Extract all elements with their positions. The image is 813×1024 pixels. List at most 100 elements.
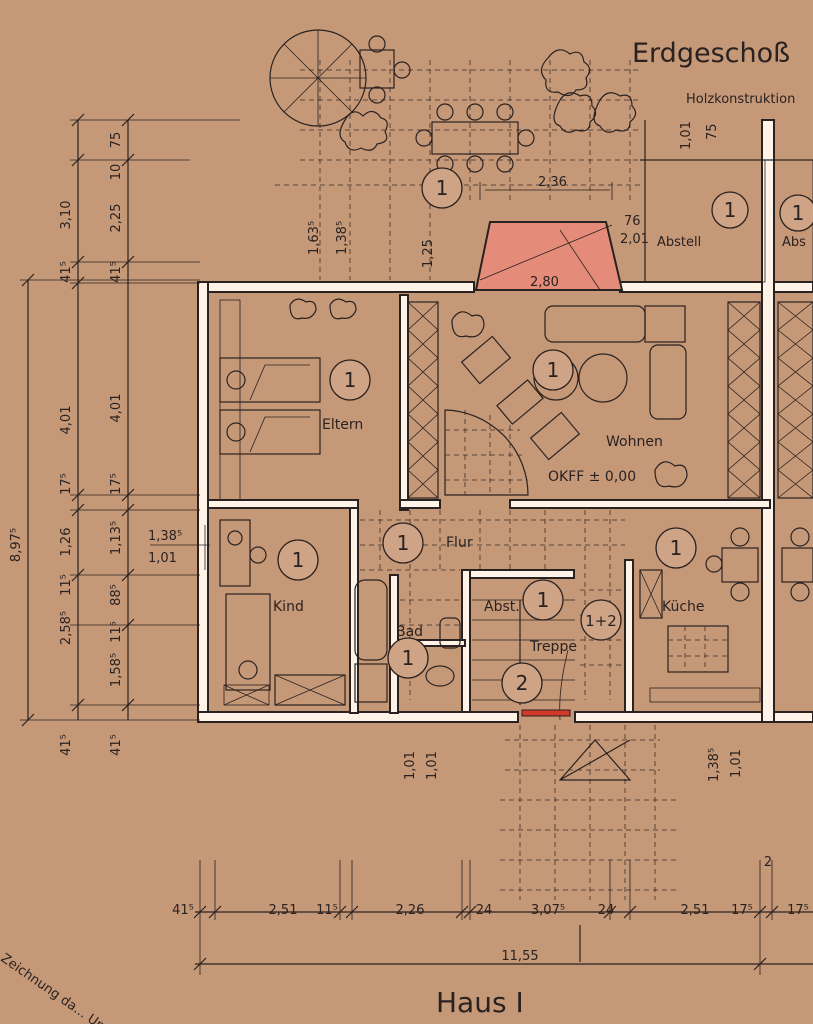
- drawing-title: Erdgeschoß: [632, 38, 790, 69]
- floor-level-label: OKFF ± 0,00: [548, 469, 636, 485]
- dim-text: 1,01: [148, 551, 177, 566]
- dim-text: 1,58⁵: [109, 653, 124, 687]
- double-bed: [219, 299, 321, 501]
- room-label-abs-right: Abs: [782, 235, 806, 250]
- marker-treppe: [580, 599, 622, 641]
- dim-text: 1,26: [59, 528, 74, 557]
- dim-text: 2,36: [538, 175, 567, 190]
- dim-text: 1,01: [403, 751, 418, 780]
- shrub-symbols: [339, 49, 637, 151]
- marker-bad: [387, 637, 429, 679]
- dim-text: 2,51: [681, 903, 710, 918]
- tree-symbol: [269, 29, 367, 127]
- dim-text: 1,38⁵: [707, 748, 722, 782]
- dim-text: 17⁵: [59, 473, 74, 495]
- room-label-flur: Flur: [446, 535, 473, 551]
- marker-label: 1: [344, 368, 357, 392]
- dim-text: 24: [476, 903, 493, 918]
- room-label-kueche: Küche: [662, 599, 705, 615]
- dim-text: 3,07⁵: [531, 903, 565, 918]
- marker-abs-right: [779, 194, 813, 232]
- dim-text: 1,01: [425, 751, 440, 780]
- left-dimension-lines: [20, 113, 240, 727]
- room-label-kind: Kind: [273, 599, 304, 615]
- dim-text: 11⁵: [109, 621, 124, 643]
- dim-text: 3,10: [59, 201, 74, 230]
- dim-text: 2,80: [530, 275, 559, 290]
- room-label-eltern: Eltern: [322, 417, 363, 433]
- marker-label: 1: [670, 536, 683, 560]
- marker-label: 2: [516, 671, 529, 695]
- marker-flur: [382, 522, 424, 564]
- dim-text: 1,01: [679, 121, 694, 150]
- dim-text: 8,97⁵: [9, 528, 24, 562]
- marker-kueche: [655, 527, 697, 569]
- marker-label: 1: [792, 201, 805, 225]
- marker-label: 1+2: [585, 612, 617, 630]
- garden-table: [359, 35, 411, 104]
- bottom-dimension-lines: [193, 860, 813, 975]
- dim-text: 1,25: [421, 239, 436, 268]
- dim-text: 75: [109, 132, 124, 149]
- marker-kind: [277, 539, 319, 581]
- dim-text: 1,01: [729, 749, 744, 778]
- dim-text: 88⁵: [109, 584, 124, 606]
- dim-text: 11⁵: [59, 574, 74, 596]
- dim-text: 75: [705, 123, 720, 140]
- dim-text: 24: [598, 903, 615, 918]
- room-label-bad: Bad: [396, 624, 423, 640]
- marker-abstell: [711, 191, 749, 229]
- dim-text: 41⁵: [59, 261, 74, 283]
- room-label-abstell: Abstell: [657, 235, 701, 250]
- dim-text: 2: [764, 855, 772, 870]
- room-label-abst: Abst.: [484, 599, 520, 615]
- marker-label: 1: [547, 358, 560, 382]
- dim-text: 17⁵: [787, 903, 809, 918]
- room-label-wohnen: Wohnen: [606, 434, 663, 450]
- dim-text: 41⁵: [109, 261, 124, 283]
- dim-text: 11⁵: [316, 903, 338, 918]
- marker-stair-2: [501, 662, 543, 704]
- terrace-paving: [275, 60, 640, 280]
- kids-bed: [219, 519, 346, 706]
- dim-text: 2,25: [109, 204, 124, 233]
- dim-text: 4,01: [109, 394, 124, 423]
- marker-eltern: [329, 359, 371, 401]
- entrance-paving: [500, 709, 680, 900]
- marker-label: 1: [402, 646, 415, 670]
- dim-text: 76: [624, 214, 641, 229]
- kitchen-fixtures: [639, 527, 813, 703]
- marker-terrace: [421, 167, 463, 209]
- room-label-treppe: Treppe: [529, 639, 577, 655]
- bathroom-fixtures: [354, 579, 461, 703]
- marker-label: 1: [537, 588, 550, 612]
- dim-text: 11,55: [501, 949, 538, 964]
- dim-text: 1,13⁵: [109, 521, 124, 555]
- wardrobe-cabinets: [407, 301, 813, 499]
- marker-label: 1: [724, 198, 737, 222]
- dim-text: 1,63⁵: [307, 221, 322, 255]
- room-markers: [277, 167, 813, 704]
- dim-text: 41⁵: [172, 903, 194, 918]
- drawing-subtitle: Holzkonstruktion: [686, 92, 795, 107]
- marker-abst: [522, 579, 564, 621]
- dim-text: 2,51: [269, 903, 298, 918]
- dim-text: 1,38⁵: [335, 221, 350, 255]
- marker-label: 1: [397, 531, 410, 555]
- dim-text: 4,01: [59, 406, 74, 435]
- dim-text: 2,58⁵: [59, 611, 74, 645]
- marker-label: 1: [292, 548, 305, 572]
- dim-text: 41⁵: [59, 734, 74, 756]
- bay-window-highlight: [474, 221, 624, 291]
- marker-label: 1: [436, 176, 449, 200]
- dim-text: 2,01: [620, 232, 649, 247]
- house-label: Haus I: [436, 986, 524, 1019]
- dim-text: 2,26: [396, 903, 425, 918]
- dim-text: 1,38⁵: [148, 529, 182, 544]
- dim-text: 41⁵: [109, 734, 124, 756]
- dim-text: 10: [109, 164, 124, 181]
- dim-text: 17⁵: [731, 903, 753, 918]
